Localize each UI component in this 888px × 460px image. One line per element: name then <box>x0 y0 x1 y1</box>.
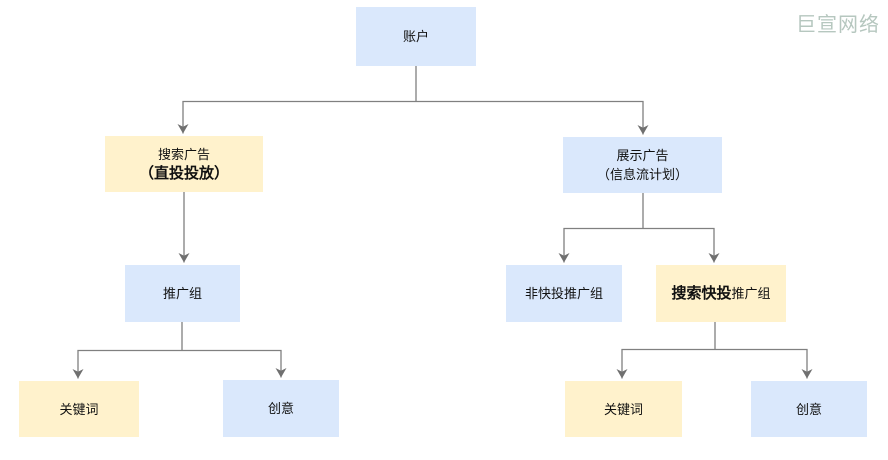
connector-display-ads-to-nonquick <box>558 227 643 263</box>
node-display-ads: 展示广告 （信息流计划） <box>563 137 722 193</box>
node-quick-group: 搜索快投推广组 <box>656 265 786 322</box>
node-quick-group-label-bold: 搜索快投 <box>671 285 732 302</box>
node-quick-group-label-rest: 推广组 <box>731 286 771 301</box>
node-promo-group-label: 推广组 <box>162 286 202 301</box>
node-search-ads: 搜索广告 （直投投放） <box>105 136 263 192</box>
node-search-ads-line2: （直投投放） <box>138 165 229 182</box>
connector-quick-group-to-keywords <box>616 348 715 379</box>
node-search-ads-line1: 搜索广告 <box>157 147 210 162</box>
node-keywords-left-label: 关键词 <box>59 401 99 417</box>
node-promo-group: 推广组 <box>125 265 240 322</box>
node-keywords-right: 关键词 <box>565 381 682 437</box>
node-keywords-left: 关键词 <box>19 381 139 437</box>
node-creative-right-label: 创意 <box>795 401 822 417</box>
node-quick-group-label: 搜索快投推广组 <box>671 284 770 303</box>
connector-display-ads-to-quick <box>643 227 720 263</box>
connector-account-to-display-ads <box>416 100 649 135</box>
node-nonquick-group: 非快投推广组 <box>506 265 622 322</box>
connector-account-to-search-ads <box>177 100 416 134</box>
watermark-logo-text: 巨宣网络 <box>796 14 880 36</box>
node-keywords-right-label: 关键词 <box>603 401 643 417</box>
connector-promo-group-to-creative <box>182 349 287 378</box>
node-account: 账户 <box>356 7 476 66</box>
node-creative-left-label: 创意 <box>267 401 294 416</box>
node-creative-left: 创意 <box>223 380 339 437</box>
node-nonquick-group-label: 非快投推广组 <box>524 286 603 301</box>
node-creative-right: 创意 <box>751 381 867 437</box>
node-display-ads-line2: （信息流计划） <box>596 167 688 182</box>
node-account-label: 账户 <box>402 29 429 44</box>
connector-promo-group-to-keywords <box>72 349 182 379</box>
node-display-ads-line1: 展示广告 <box>616 148 669 163</box>
connector-quick-group-to-creative <box>715 348 813 379</box>
